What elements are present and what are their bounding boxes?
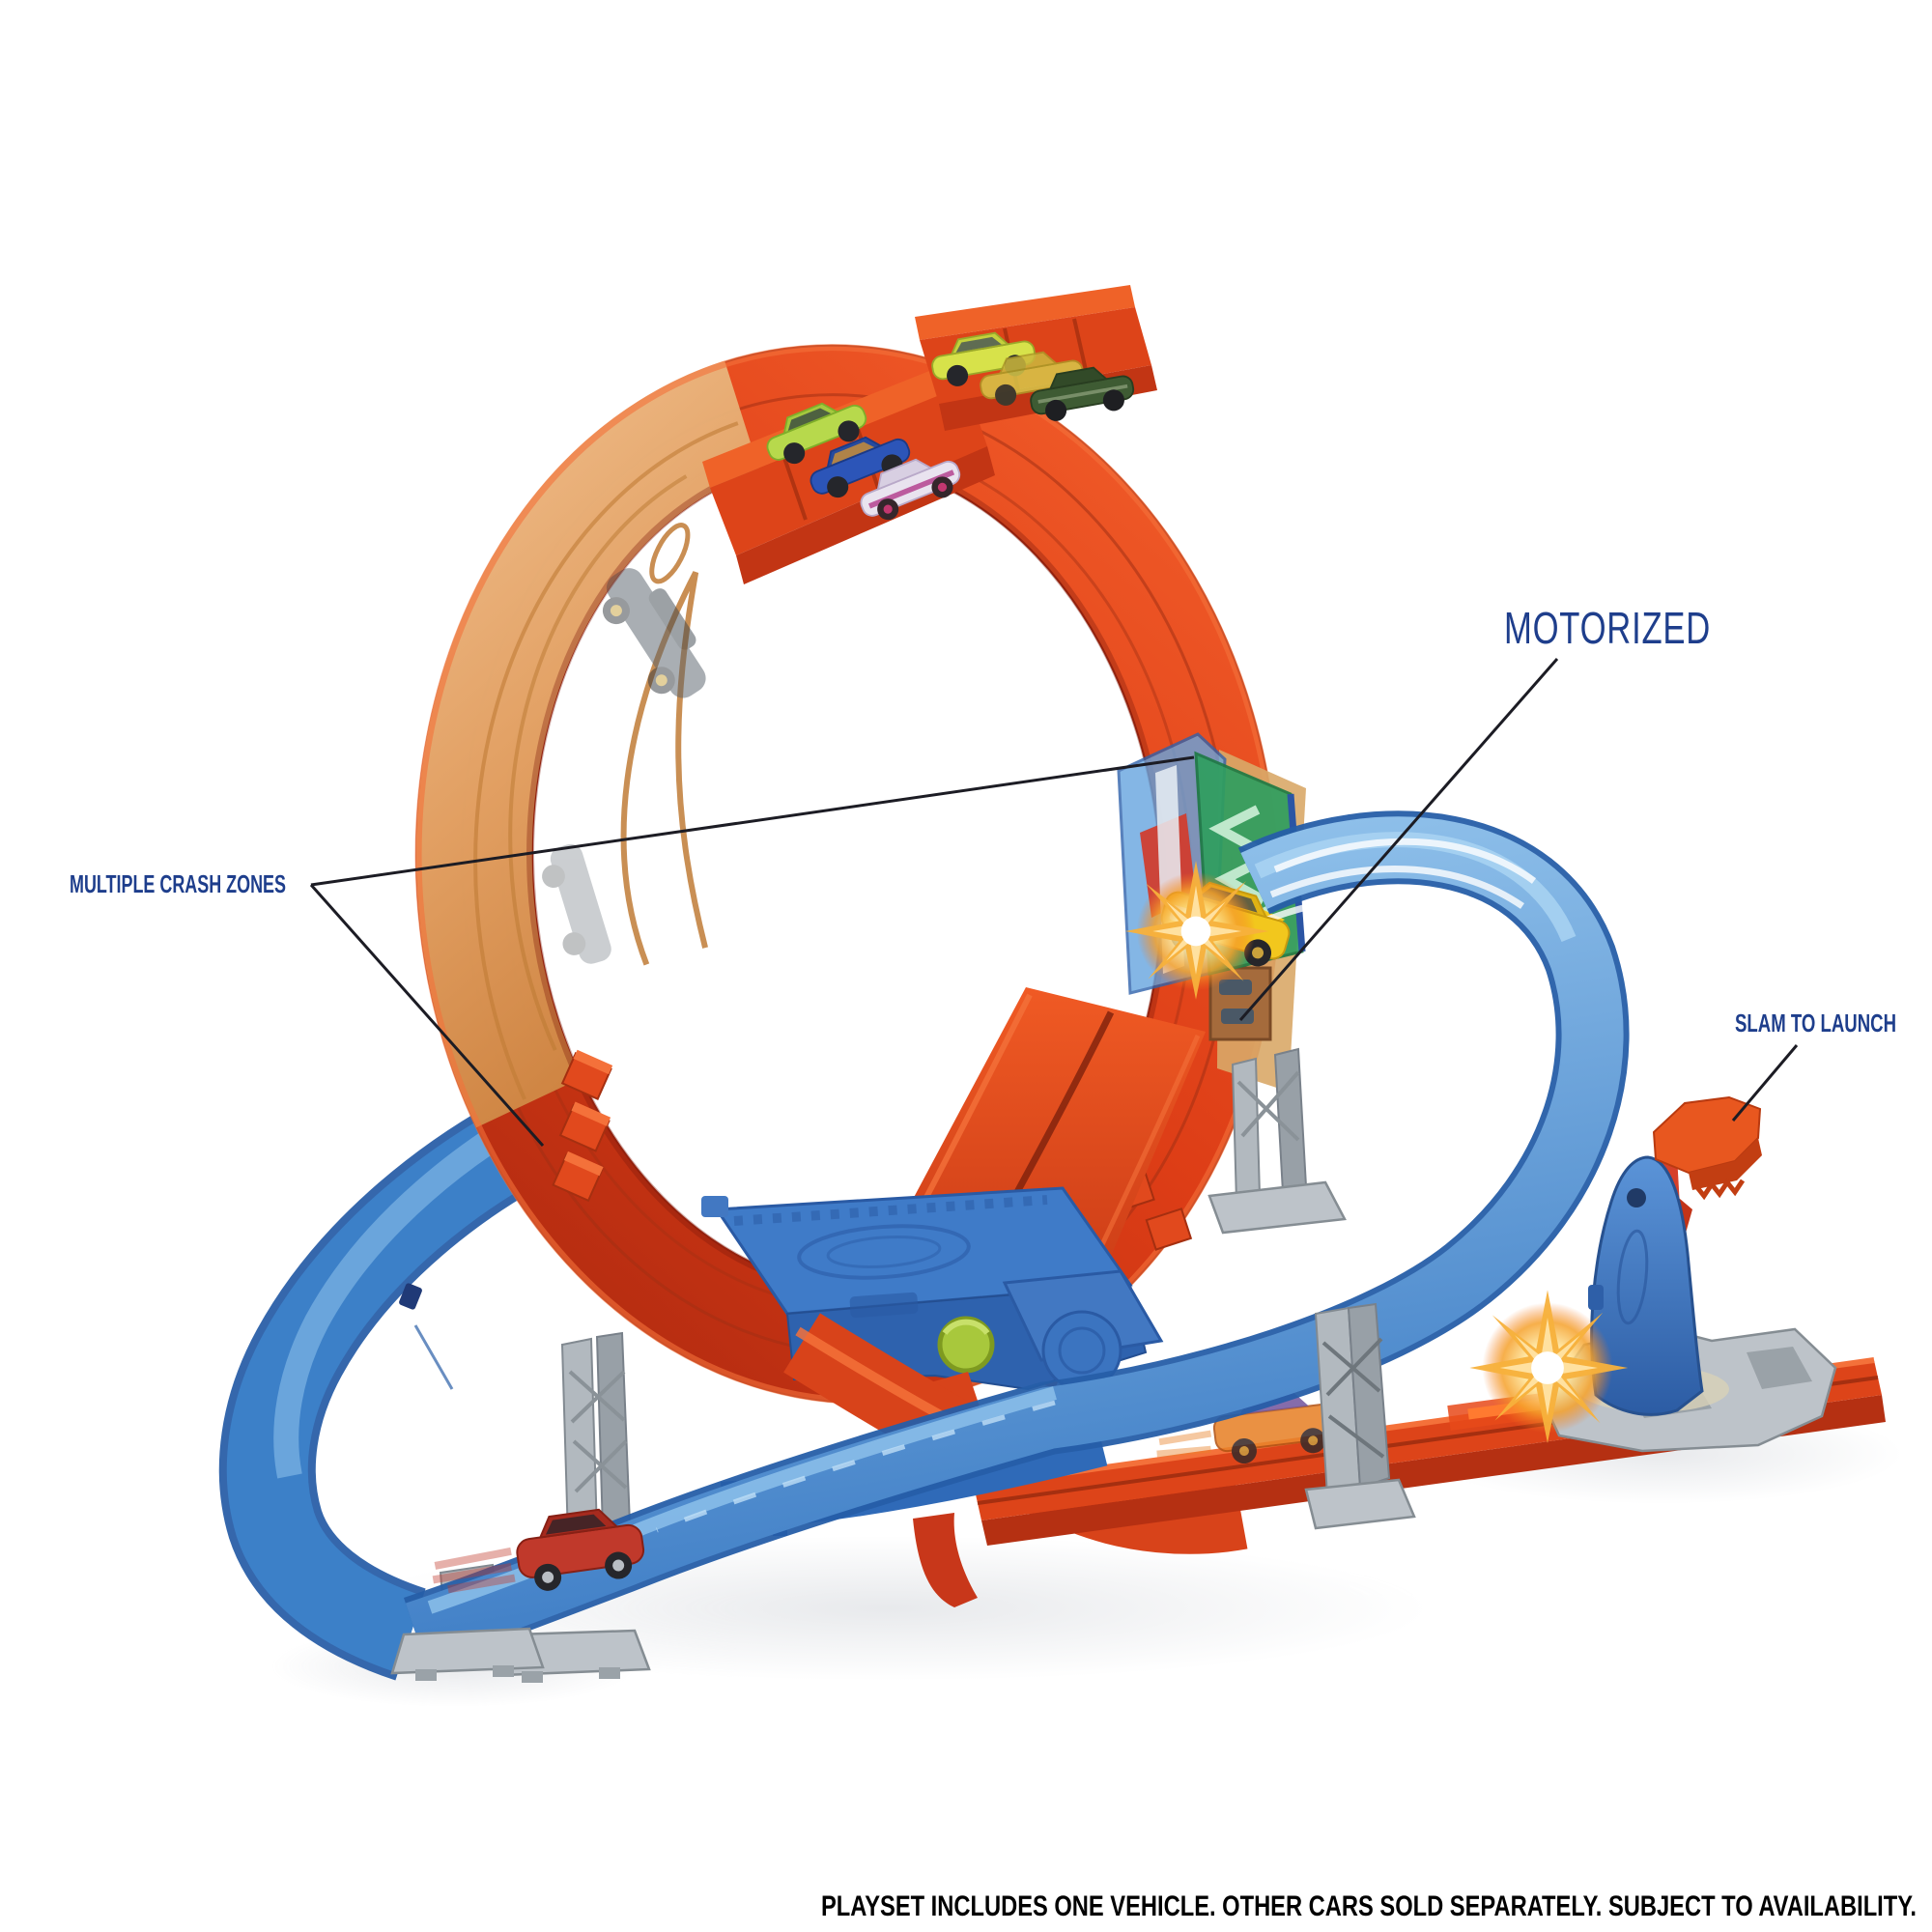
speed-streaks: [1265, 838, 1537, 934]
track-clip: [399, 1283, 422, 1310]
lime-green-car: [766, 402, 867, 465]
stored-cars: [766, 331, 1135, 521]
red-car: [432, 1508, 645, 1594]
dark-green-car: [1030, 366, 1135, 421]
slam-launcher: [1542, 1095, 1837, 1453]
disclaimer-text: PLAYSET INCLUDES ONE VEHICLE. OTHER CARS…: [821, 1890, 1917, 1922]
multiple-crash-zones-label: MULTIPLE CRASH ZONES: [70, 869, 286, 898]
ghost-car-in-loop-2: [542, 843, 611, 964]
slam-line: [1731, 1044, 1799, 1122]
flame-logo: [620, 523, 708, 966]
crash-zones-line-upper: [310, 755, 1195, 887]
support-bases: [390, 1627, 651, 1683]
blue-car: [810, 436, 911, 498]
crash-zone-teeth-left: [552, 1049, 613, 1203]
trestle-right: [1304, 1302, 1416, 1530]
annotation-lines: [309, 658, 1799, 1147]
hot-wheels-emboss: [797, 1224, 971, 1280]
trestle-mid-right: [1208, 1047, 1347, 1235]
motorized-line: [1238, 658, 1559, 1021]
slam-to-launch-label: SLAM TO LAUNCH: [1735, 1009, 1896, 1037]
white-magenta-car: [860, 458, 961, 521]
center-base: [701, 1186, 1164, 1426]
ghost-car-in-loop: [602, 568, 706, 698]
launcher-tower: [1590, 1155, 1704, 1416]
booster-wheel: [937, 1316, 995, 1374]
crash-zones-line-lower: [309, 884, 545, 1147]
yellow-green-car: [931, 331, 1037, 386]
motorized-label: MOTORIZED: [1504, 603, 1711, 653]
